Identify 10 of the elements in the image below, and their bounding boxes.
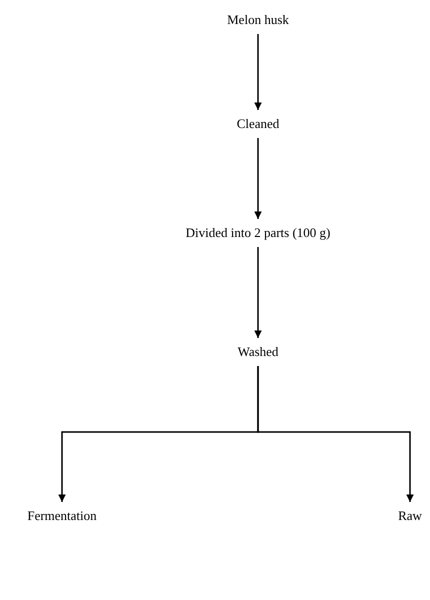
- arrow: [254, 247, 262, 338]
- step-label: Divided into 2 parts (100 g): [184, 223, 332, 243]
- step-label: Melon husk: [225, 10, 291, 30]
- arrow: [257, 366, 414, 502]
- arrow: [254, 138, 262, 219]
- step-label: Cleaned: [234, 114, 282, 134]
- step-label: Washed: [236, 342, 280, 362]
- step-label: Raw: [396, 506, 424, 526]
- step-label: Fermentation: [25, 506, 99, 526]
- arrow: [254, 34, 262, 110]
